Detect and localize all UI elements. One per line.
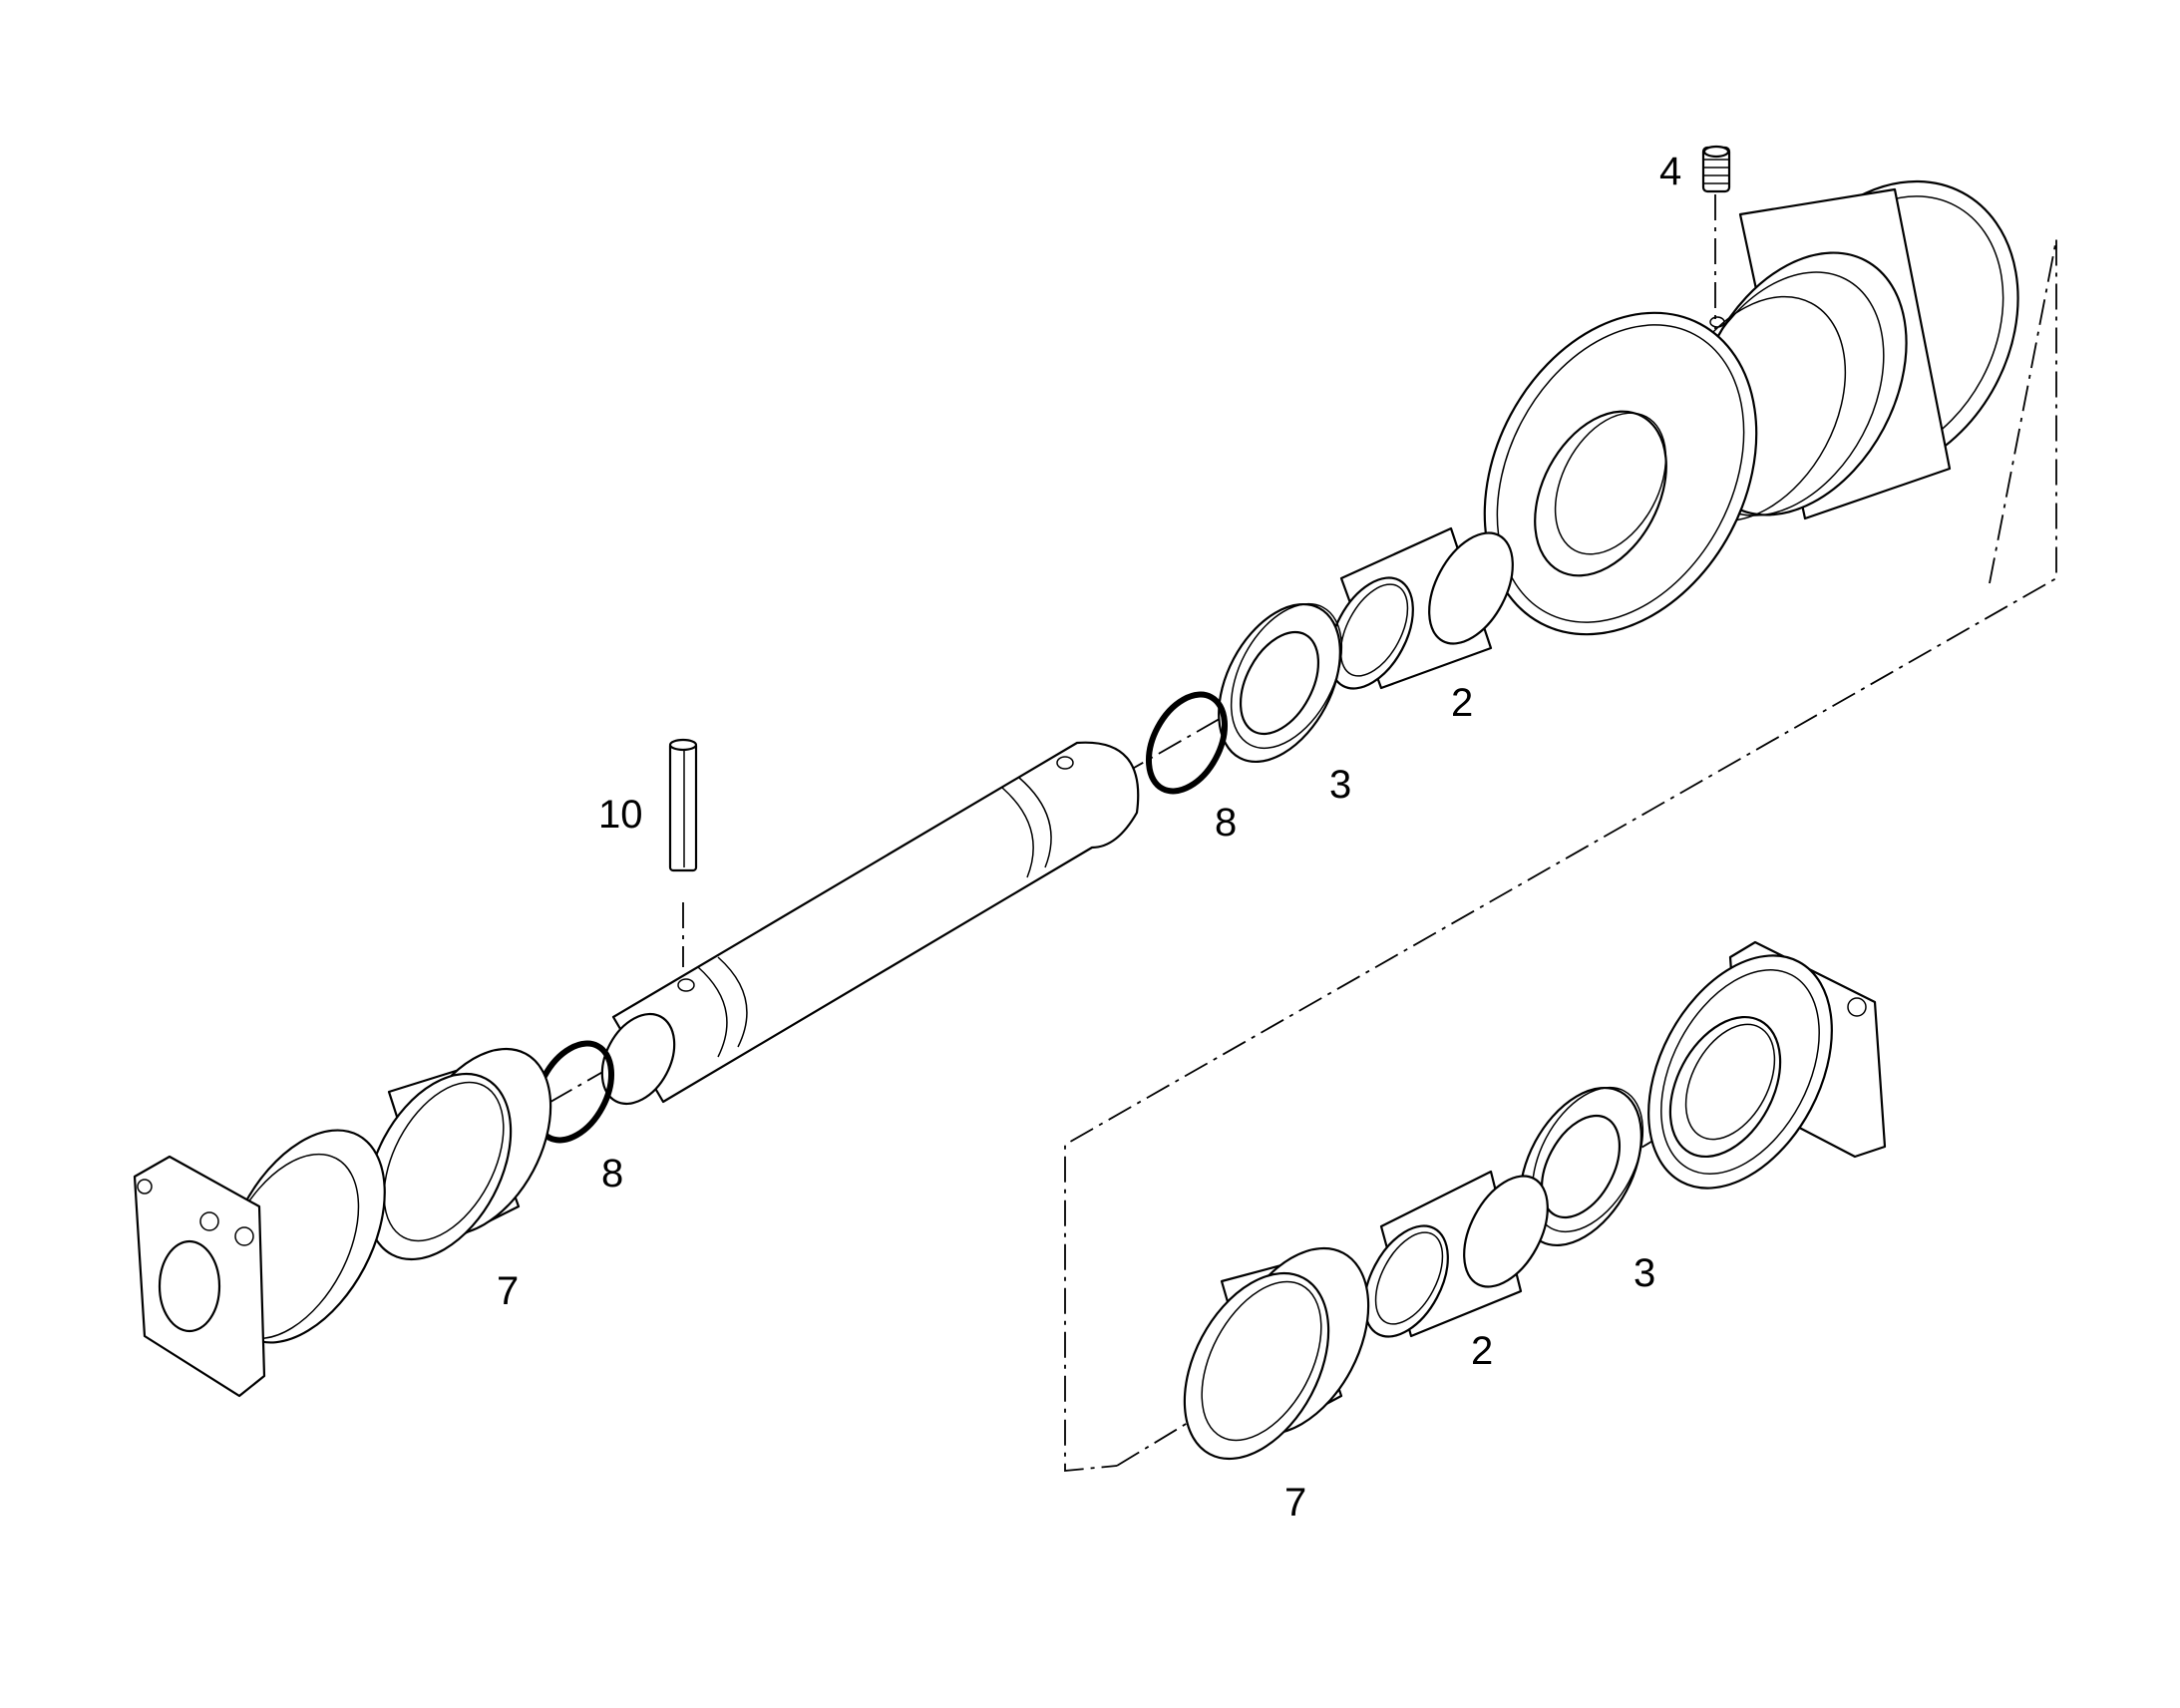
part-3-thrust-washer-lower — [1519, 1086, 1644, 1247]
part-7-seal-lower — [1183, 1246, 1370, 1461]
end-collar-left — [133, 1129, 386, 1398]
part-3-thrust-washer-upper — [1218, 602, 1343, 764]
shaft — [600, 741, 1140, 1106]
callout-3: 3 — [1329, 763, 1351, 807]
callout-7: 7 — [497, 1269, 519, 1313]
part-8-o-ring-upper — [1145, 691, 1229, 795]
callout-2: 2 — [1451, 681, 1473, 725]
callout-8: 8 — [601, 1152, 623, 1196]
callout-7: 7 — [1284, 1481, 1306, 1525]
callout-3: 3 — [1634, 1251, 1655, 1295]
part-4-grease-plug — [1701, 145, 1731, 193]
track-roller — [1483, 179, 2019, 636]
part-2-bushing-upper — [1328, 526, 1514, 690]
part-7-seal-left — [365, 1047, 552, 1261]
callouts: 4 2 3 8 10 8 7 3 2 7 — [497, 150, 1681, 1525]
callout-2: 2 — [1471, 1329, 1493, 1373]
part-2-bushing-lower — [1363, 1170, 1549, 1338]
callout-4: 4 — [1659, 150, 1681, 193]
end-collar-right — [1647, 940, 1887, 1190]
part-10-roll-pin — [668, 738, 698, 872]
callout-8: 8 — [1215, 801, 1237, 845]
callout-10: 10 — [598, 793, 643, 837]
